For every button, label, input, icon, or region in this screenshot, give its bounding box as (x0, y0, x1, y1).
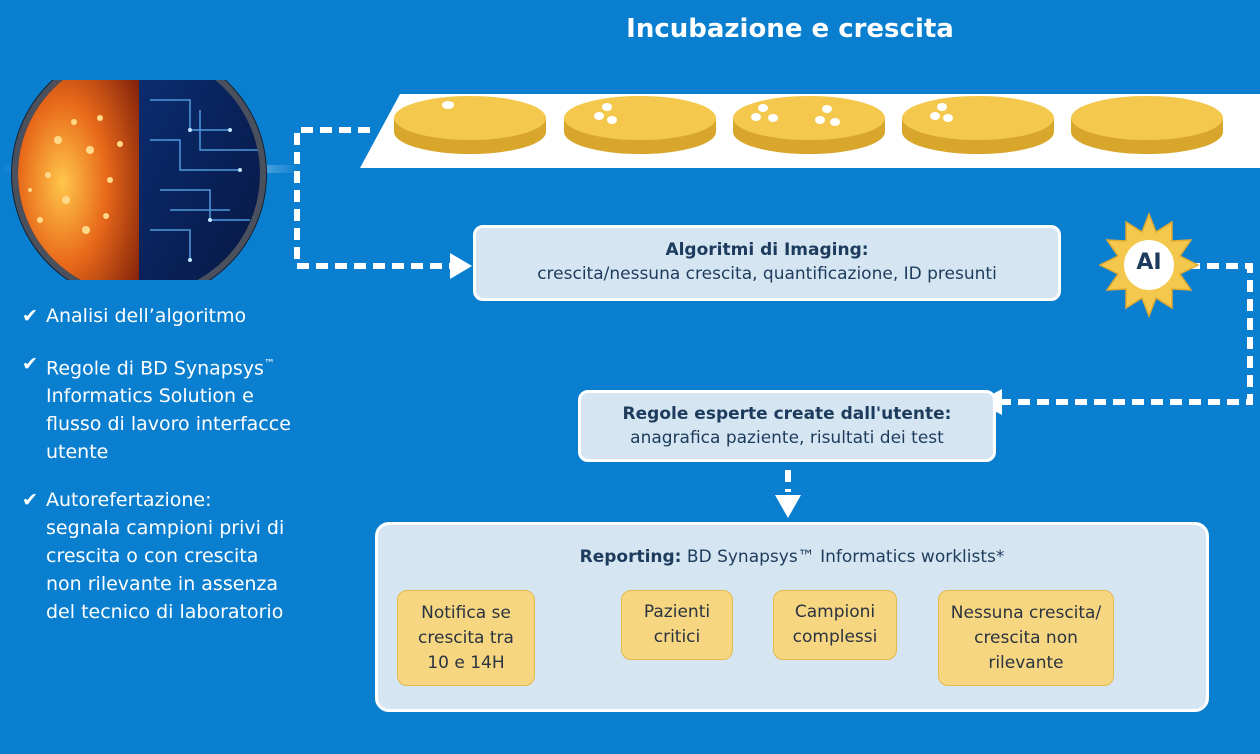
checklist-text: Regole di BD Synapsys (46, 357, 264, 380)
checklist-line: del tecnico di laboratorio (46, 601, 284, 624)
checklist-item: ✔ Regole di BD Synapsys™ Informatics Sol… (22, 350, 342, 466)
checklist-item: ✔ Analisi dell’algoritmo (22, 302, 342, 330)
check-icon: ✔ (22, 353, 38, 375)
reporting-heading: Reporting: (579, 547, 682, 567)
imaging-text: crescita/nessuna crescita, quantificazio… (537, 264, 997, 284)
petri-dish-icon (0, 80, 300, 280)
trademark-mark: ™ (263, 357, 275, 370)
imaging-algorithms-box: Algoritmi di Imaging: crescita/nessuna c… (473, 225, 1061, 301)
petri-plate (902, 96, 1054, 154)
tile-line: Notifica se (421, 602, 511, 623)
check-icon: ✔ (22, 489, 38, 512)
reporting-text: BD Synapsys™ Informatics worklists* (686, 547, 1005, 567)
checklist-item: ✔ Autorefertazione: segnala campioni pri… (22, 486, 342, 626)
gear-icon (1098, 211, 1200, 319)
tile-line: crescita tra (418, 627, 514, 648)
worklist-tile: Pazienti critici (621, 590, 733, 660)
tile-line: complessi (792, 627, 878, 647)
imaging-heading: Algoritmi di Imaging: (665, 240, 869, 260)
rules-heading: Regole esperte create dall'utente: (622, 404, 952, 424)
checklist-line: segnala campioni privi di (46, 517, 285, 540)
checklist-line: Informatics Solution e (46, 385, 254, 408)
petri-plate (564, 96, 716, 154)
checklist-line: non rilevante in assenza (46, 573, 279, 596)
worklist-tile: Campioni complessi (773, 590, 897, 660)
checklist-line: Autorefertazione: (46, 489, 212, 512)
tile-line: Nessuna crescita/ (950, 602, 1102, 623)
petri-plate (733, 96, 885, 154)
checklist-line: crescita o con crescita (46, 545, 259, 568)
checklist-line: Analisi dell’algoritmo (46, 305, 247, 327)
ai-label: AI (1136, 250, 1162, 275)
tile-line: critici (653, 627, 701, 647)
reporting-title: Reporting: BD Synapsys™ Informatics work… (378, 547, 1206, 567)
diagram-title: Incubazione e crescita (626, 14, 954, 44)
petri-plate (394, 96, 546, 154)
checklist-line: flusso di lavoro interfacce (46, 413, 291, 436)
petri-plate (1071, 96, 1223, 154)
rules-text: anagrafica paziente, risultati dei test (630, 428, 944, 448)
tile-line: 10 e 14H (427, 652, 505, 673)
checklist-line: utente (46, 441, 109, 464)
worklist-tile: Notifica se crescita tra 10 e 14H (397, 590, 535, 686)
checklist-line: Regole di BD Synapsys™ (46, 350, 342, 382)
feature-checklist: ✔ Analisi dell’algoritmo ✔ Regole di BD … (22, 302, 342, 646)
check-icon: ✔ (22, 305, 38, 327)
worklist-tile: Nessuna crescita/ crescita non rilevante (938, 590, 1114, 686)
tile-line: rilevante (988, 652, 1064, 673)
tile-line: Campioni (794, 602, 876, 622)
tile-line: crescita non (974, 627, 1078, 648)
expert-rules-box: Regole esperte create dall'utente: anagr… (578, 390, 996, 462)
tile-line: Pazienti (643, 602, 711, 622)
